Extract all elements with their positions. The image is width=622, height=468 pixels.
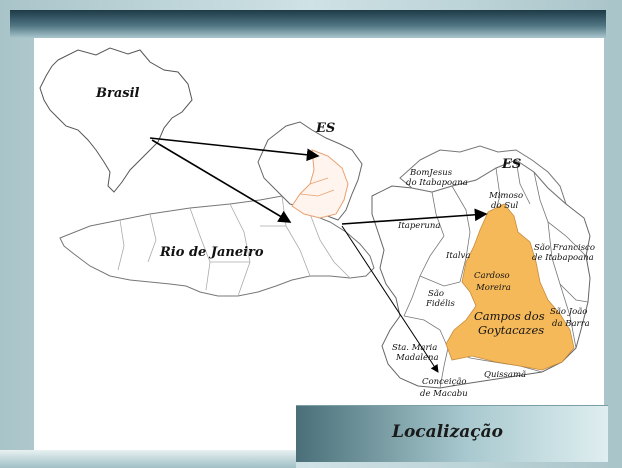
rio-subdivisions — [117, 195, 351, 297]
label-sao-fidelis: São Fidélis — [425, 288, 456, 309]
label-sao-joao: São João da Barra — [550, 306, 590, 329]
label-bomjesus: BomJesus do Itabapoana — [406, 168, 468, 188]
brazil-shape — [39, 47, 193, 193]
label-sta-maria: Sta. Maria Madalena — [392, 343, 440, 363]
label-rio-de-janeiro: Rio de Janeiro — [159, 245, 264, 260]
label-cardoso-moreira: Cardoso Moreira — [474, 271, 512, 293]
arrow-brasil-to-es — [149, 137, 320, 162]
label-sao-francisco: São Francisco de Itabapoana — [532, 242, 598, 263]
top-title-bar — [10, 10, 606, 38]
detail-es-shape — [399, 145, 568, 206]
label-es-detail: ES — [501, 157, 521, 172]
label-brasil: Brasil — [95, 86, 140, 101]
slide-title: Localização — [392, 422, 503, 442]
bottom-strip — [0, 450, 296, 468]
label-campos: Campos dos Goytacazes — [474, 309, 548, 337]
rio-state-shape — [59, 195, 375, 297]
label-italva: Italva — [445, 251, 470, 261]
arrow-brasil-to-rj — [151, 139, 292, 223]
label-es-small: ES — [315, 121, 335, 136]
label-mimoso: Mimoso do Sul — [488, 191, 526, 211]
title-box: Localização — [296, 405, 608, 462]
label-itaperuna: Itaperuna — [397, 221, 440, 231]
arrow-rj-to-detail — [341, 208, 488, 225]
label-conceicao: Conceição de Macabu — [420, 376, 469, 399]
arrow-rj-to-campos — [341, 225, 439, 373]
campos-highlight[interactable] — [445, 203, 575, 371]
label-quissama: Quissamã — [484, 369, 526, 380]
municipality-boundaries — [403, 159, 589, 389]
